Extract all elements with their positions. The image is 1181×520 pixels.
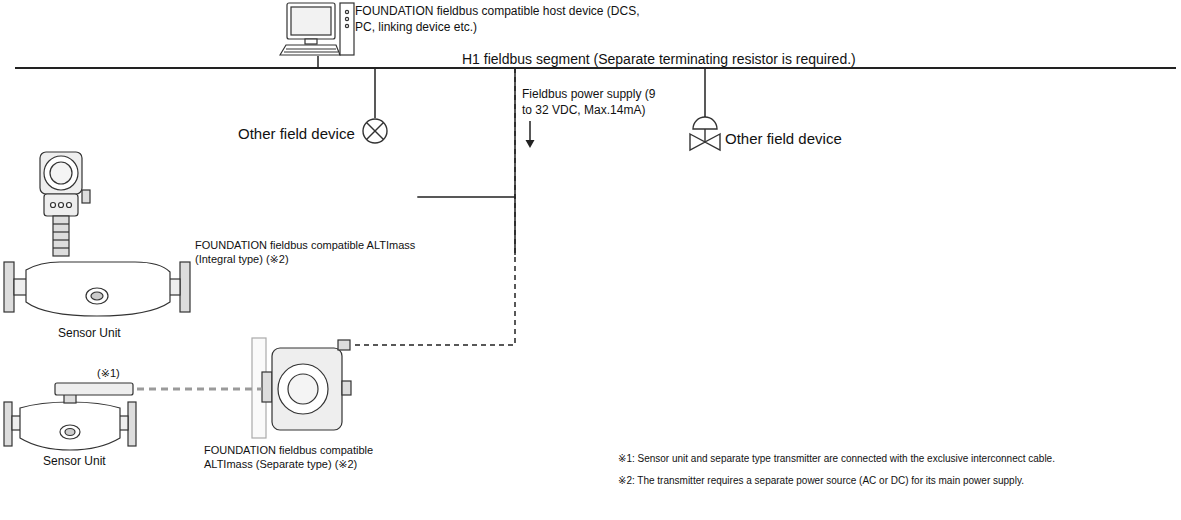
power-supply-note: Fieldbus power supply (9 to 32 VDC, Max.… xyxy=(522,87,667,118)
host-computer-icon xyxy=(340,3,354,55)
host-computer-icon xyxy=(287,3,335,39)
integral-flowmeter: FOUNDATION fieldbus compatible ALTImass … xyxy=(30,150,417,255)
host-computer-icon xyxy=(345,17,348,20)
fieldbus-cable xyxy=(374,68,376,118)
host-computer-icon xyxy=(284,51,338,52)
fieldbus-segment: H1 fieldbus segment (Separate terminatin… xyxy=(15,50,1176,69)
integral-transmitter xyxy=(82,190,90,203)
host-device: FOUNDATION fieldbus compatible host devi… xyxy=(283,0,642,56)
separate-sensor-body xyxy=(55,383,133,395)
field-device-symbol xyxy=(367,123,384,140)
separate-sensor-body xyxy=(65,429,75,436)
integral-transmitter xyxy=(51,203,56,208)
separate-sensor-body xyxy=(4,383,136,450)
power-flow-arrow xyxy=(526,121,535,148)
fieldbus-cable xyxy=(417,68,515,197)
device-label: Other field device xyxy=(238,124,363,144)
integral-transmitter xyxy=(53,239,69,240)
separate-sensor-body xyxy=(60,425,80,439)
integral-sensor-body xyxy=(86,288,108,304)
device-label: FOUNDATION fieldbus compatible ALTImass … xyxy=(204,443,394,472)
power-flow-arrow xyxy=(526,140,535,148)
host-computer-icon xyxy=(345,24,348,27)
host-computer-icon xyxy=(305,39,317,44)
footnote: ※2: The transmitter requires a separate … xyxy=(618,474,1024,487)
host-computer-icon xyxy=(280,3,354,55)
sensor-unit: Sensor Unit xyxy=(3,382,137,452)
separate-sensor-body xyxy=(20,402,120,450)
device-label: Other field device xyxy=(725,129,860,149)
separate-transmitter: FOUNDATION fieldbus compatible ALTImass … xyxy=(262,335,352,440)
field-device-symbol xyxy=(367,123,384,140)
integral-transmitter xyxy=(53,216,69,256)
integral-transmitter xyxy=(53,223,69,224)
integral-sensor-body xyxy=(4,262,190,316)
host-computer-icon xyxy=(345,10,348,13)
valve-symbol xyxy=(693,117,717,129)
integral-transmitter xyxy=(53,247,69,248)
segment-label: H1 fieldbus segment (Separate terminatin… xyxy=(462,50,1181,68)
integral-transmitter xyxy=(53,231,69,232)
valve-symbol xyxy=(704,129,705,142)
integral-transmitter xyxy=(59,203,64,208)
integral-sensor-body xyxy=(180,262,190,312)
field-device: Other field device xyxy=(688,117,860,152)
footnote: ※1: Sensor unit and separate type transm… xyxy=(618,452,1055,465)
interconnect-cable xyxy=(137,388,262,391)
integral-sensor-body xyxy=(91,292,103,300)
separate-sensor-body xyxy=(4,402,12,446)
sensor-unit: Sensor Unit xyxy=(3,256,193,322)
device-label: Sensor Unit xyxy=(43,454,133,470)
device-label: FOUNDATION fieldbus compatible host devi… xyxy=(355,4,645,35)
device-label: Sensor Unit xyxy=(58,326,148,342)
separate-transmitter xyxy=(278,364,328,414)
separate-transmitter xyxy=(262,372,272,402)
separate-transmitter xyxy=(262,340,351,430)
separate-transmitter xyxy=(272,348,342,430)
integral-sensor-body xyxy=(4,262,14,312)
field-device-symbol xyxy=(363,119,387,143)
host-computer-icon xyxy=(291,7,331,35)
host-computer-icon xyxy=(280,45,340,55)
valve-symbol xyxy=(690,134,705,150)
separate-transmitter xyxy=(342,381,351,395)
field-device-symbol xyxy=(363,119,387,143)
integral-transmitter xyxy=(67,203,72,208)
fieldbus-cable xyxy=(317,56,319,68)
integral-transmitter xyxy=(40,152,90,256)
separate-transmitter xyxy=(338,340,350,350)
separate-sensor-body xyxy=(128,402,136,446)
valve-symbol xyxy=(705,134,720,150)
field-device: Other field device xyxy=(238,118,388,144)
footnote-mark: (※1) xyxy=(97,366,147,380)
integral-transmitter xyxy=(44,194,78,216)
integral-transmitter xyxy=(40,152,82,194)
valve-symbol xyxy=(690,117,720,150)
separate-transmitter xyxy=(288,374,318,404)
integral-transmitter xyxy=(44,156,78,190)
integral-transmitter xyxy=(50,162,72,184)
device-label: FOUNDATION fieldbus compatible ALTImass … xyxy=(195,238,440,267)
fieldbus-cable xyxy=(704,68,706,117)
fieldbus-cable xyxy=(352,68,515,345)
integral-sensor-body xyxy=(26,262,170,316)
power-flow-arrow xyxy=(529,121,531,141)
